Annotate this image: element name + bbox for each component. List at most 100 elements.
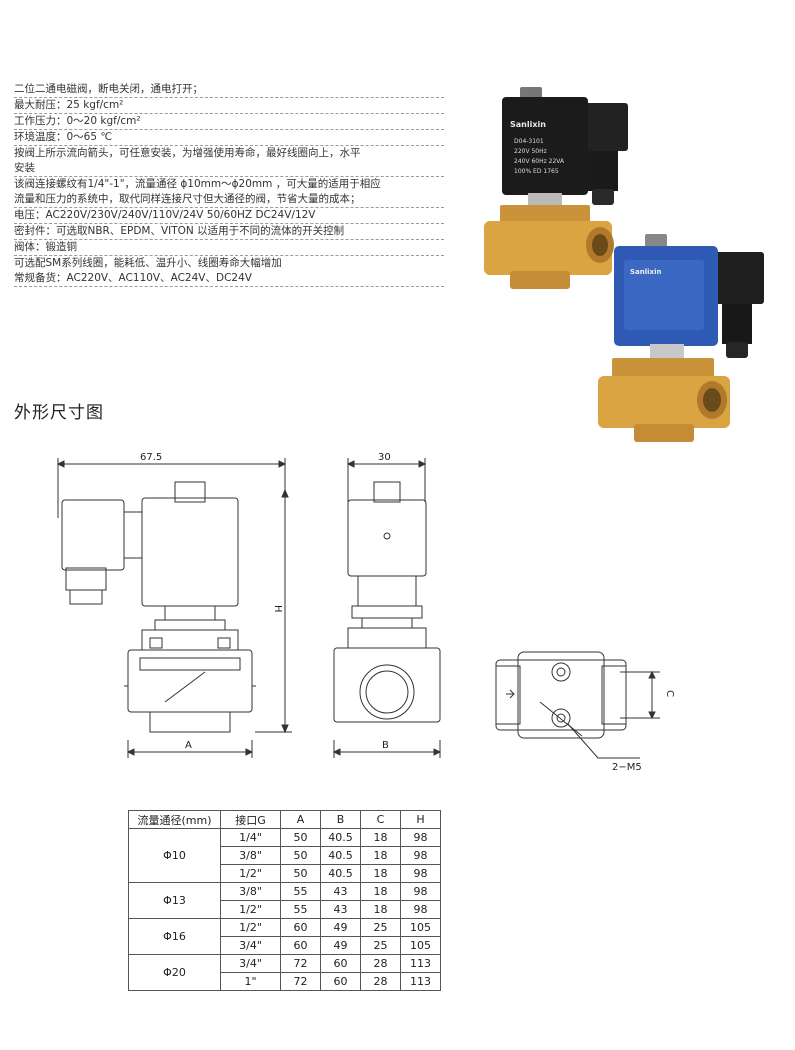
header-b: B — [320, 810, 361, 829]
header-a: A — [280, 810, 321, 829]
connector-cable-gland — [588, 151, 618, 191]
dim-a: A — [185, 740, 192, 751]
coil-model: D04-3101 — [514, 138, 544, 145]
table-cell: 60 — [320, 972, 361, 991]
table-cell: 1/4" — [220, 828, 281, 847]
table-cell: 40.5 — [320, 846, 361, 865]
coil-brand: Sanlixin — [630, 268, 661, 276]
brass-body — [484, 221, 612, 275]
valve-stem — [650, 344, 684, 360]
table-cell: 98 — [400, 864, 441, 883]
bottom-view — [495, 651, 660, 759]
table-cell: 55 — [280, 900, 321, 919]
table-cell: 18 — [360, 864, 401, 883]
dim-width: 67.5 — [140, 452, 162, 463]
header-h: H — [400, 810, 441, 829]
table-cell: 3/4" — [220, 936, 281, 955]
product-photo-black-coil: Sanlixin D04-3101 220V 50Hz 240V 60Hz 22… — [484, 87, 628, 289]
table-cell: 60 — [280, 918, 321, 937]
connector-cable-gland — [722, 304, 752, 344]
table-cell: 1/2" — [220, 918, 281, 937]
table-cell: 98 — [400, 882, 441, 901]
dim-b: B — [382, 740, 389, 751]
spec-line: 密封件：可选取NBR、EPDM、VITON 以适用于不同的流体的开关控制 — [14, 224, 444, 240]
table-header-row: 流量通径(mm) 接口G A B C H — [128, 810, 441, 829]
table-cell: 43 — [320, 882, 361, 901]
dim-c: C — [664, 690, 675, 697]
dim-height: H — [272, 605, 283, 613]
spec-line: 环境温度：0～65 ℃ — [14, 130, 444, 146]
coil-voltage-2: 240V 60Hz 22VA — [514, 158, 565, 165]
connector-plug — [712, 252, 764, 304]
table-cell: 49 — [320, 936, 361, 955]
coil-duty: 100% ED 1765 — [514, 168, 559, 175]
valve-stem — [528, 193, 562, 207]
product-photo-blue-coil: Sanlixin — [598, 234, 764, 442]
spec-line: 二位二通电磁阀，断电关闭，通电打开； — [14, 82, 444, 98]
black-coil-body — [502, 97, 588, 195]
table-cell: 55 — [280, 882, 321, 901]
section-title: 外形尺寸图 — [14, 403, 104, 423]
spec-list: 二位二通电磁阀，断电关闭，通电打开； 最大耐压：25 kgf/cm² 工作压力：… — [14, 82, 444, 287]
spec-line: 该阀连接螺纹有1/4"-1"，流量通径 ϕ10mm～ϕ20mm ，可大量的适用于… — [14, 178, 381, 190]
table-cell: 105 — [400, 936, 441, 955]
table-cell: 25 — [360, 918, 401, 937]
table-cell: 50 — [280, 846, 321, 865]
dim-screw: 2−M5 — [612, 762, 642, 773]
table-cell: 1/2" — [220, 864, 281, 883]
header-c: C — [360, 810, 401, 829]
header-diameter: 流量通径(mm) — [128, 810, 221, 829]
table-cell: 3/8" — [220, 846, 281, 865]
diameter-cell: Φ10 — [128, 828, 221, 883]
diameter-cell: Φ16 — [128, 918, 221, 955]
table-cell: 3/8" — [220, 882, 281, 901]
table-cell: 40.5 — [320, 828, 361, 847]
spec-line: 可选配SM系列线圈，能耗低、温升小、线圈寿命大幅增加 — [14, 257, 282, 269]
table-cell: 60 — [280, 936, 321, 955]
spec-line: 阀体：锻造铜 — [14, 240, 444, 256]
table-cell: 113 — [400, 972, 441, 991]
table-cell: 18 — [360, 900, 401, 919]
table-cell: 18 — [360, 828, 401, 847]
spec-line: 按阀上所示流向箭头，可任意安装，为增强使用寿命，最好线圈向上，水平 — [14, 147, 361, 159]
table-cell: 98 — [400, 828, 441, 847]
table-cell: 98 — [400, 846, 441, 865]
table-cell: 25 — [360, 936, 401, 955]
spec-line: 工作压力：0～20 kgf/cm² — [14, 114, 444, 130]
dimension-drawing: 67.5 H A 30 B C 2−M5 — [56, 452, 675, 773]
spec-line: 常规备货：AC220V、AC110V、AC24V、DC24V — [14, 271, 444, 287]
header-port: 接口G — [220, 810, 281, 829]
table-cell: 50 — [280, 828, 321, 847]
connector-plug — [578, 103, 628, 151]
table-cell: 28 — [360, 954, 401, 973]
spec-line: 流量和压力的系统中，取代同样连接尺寸但大通径的阀，节省大量的成本； — [14, 192, 444, 208]
table-cell: 113 — [400, 954, 441, 973]
spec-line: 安装 — [14, 161, 444, 177]
table-cell: 50 — [280, 864, 321, 883]
table-cell: 43 — [320, 900, 361, 919]
table-cell: 72 — [280, 954, 321, 973]
spec-line: 电压：AC220V/230V/240V/110V/24V 50/60HZ DC2… — [14, 208, 444, 224]
brass-bonnet — [612, 358, 714, 378]
table-cell: 1/2" — [220, 900, 281, 919]
brass-body — [598, 376, 730, 428]
coil-nut — [520, 87, 542, 99]
coil-voltage-1: 220V 50Hz — [514, 148, 547, 155]
dim-side-width: 30 — [378, 452, 391, 463]
brass-bonnet — [500, 205, 590, 223]
front-view — [56, 458, 292, 758]
diameter-cell: Φ20 — [128, 954, 221, 991]
coil-nut — [645, 234, 667, 248]
table-cell: 18 — [360, 882, 401, 901]
table-cell: 3/4" — [220, 954, 281, 973]
table-cell: 18 — [360, 846, 401, 865]
table-cell: 72 — [280, 972, 321, 991]
table-cell: 60 — [320, 954, 361, 973]
table-cell: 49 — [320, 918, 361, 937]
